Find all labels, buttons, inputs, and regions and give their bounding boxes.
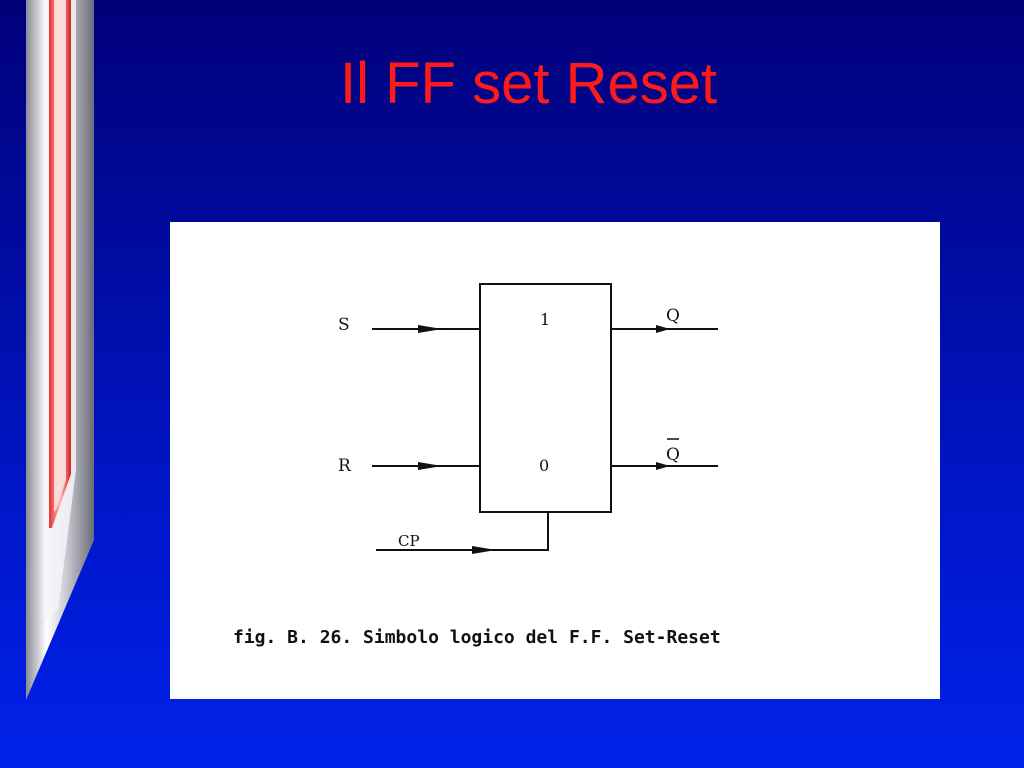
clock-input-arrow xyxy=(472,546,496,554)
clock-input-line xyxy=(376,512,549,551)
q-bar-output-label: Q xyxy=(666,445,680,465)
q-output-arrow xyxy=(656,325,670,333)
flip-flop-block xyxy=(479,283,612,513)
sr-flip-flop-diagram: S R CP Q Q 1 0 fig. B. 26. Simbolo logic… xyxy=(233,283,721,648)
clock-input-label: CP xyxy=(398,532,420,550)
figure-caption: fig. B. 26. Simbolo logico del F.F. Set-… xyxy=(233,627,721,648)
set-input-label: S xyxy=(338,315,350,335)
figure-panel: S R CP Q Q 1 0 fig. B. 26. Simbolo logic… xyxy=(170,222,940,699)
reset-input-label: R xyxy=(338,456,352,476)
reset-input-arrow xyxy=(418,462,442,470)
q-bar-output-arrow xyxy=(656,462,670,470)
decorative-ribbon xyxy=(26,0,94,700)
q-output-label: Q xyxy=(666,306,680,326)
slide-title: Il FF set Reset xyxy=(340,51,718,116)
block-top-value: 1 xyxy=(540,310,550,329)
block-bottom-value: 0 xyxy=(539,456,549,475)
set-input-arrow xyxy=(418,325,442,333)
